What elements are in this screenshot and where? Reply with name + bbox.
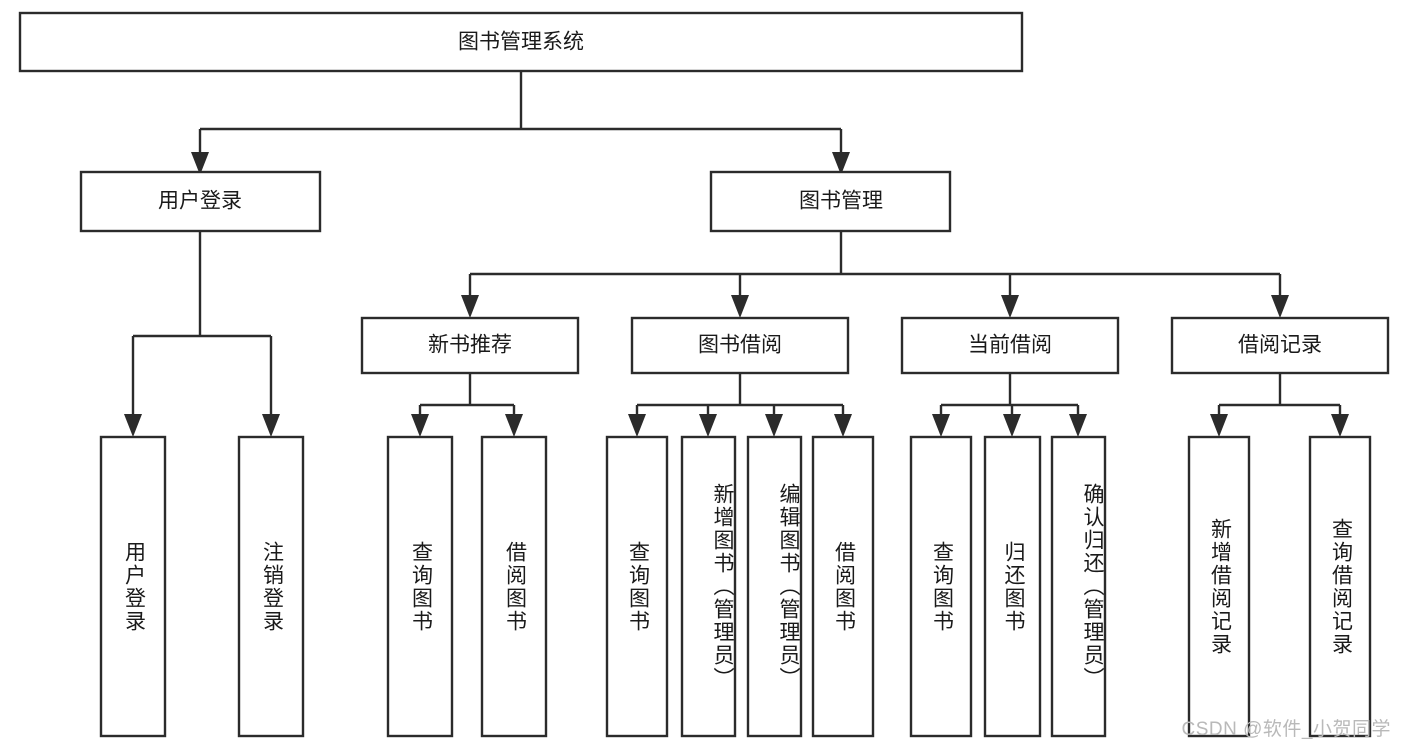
leaf-label-confirm-return: 确认归还（管理员）: [1081, 483, 1104, 690]
leaf-box-add-book[interactable]: [680, 435, 737, 738]
connector-borrow-to-leaves: [635, 373, 845, 423]
leaf-box-borrow-book-2[interactable]: [811, 435, 875, 738]
connector-root-to-level2: [198, 71, 843, 158]
arrow-to-leaf-query-record: [1331, 414, 1349, 437]
leaf-label-user-login: 用户登录: [122, 540, 146, 633]
label-new-book-recommend: 新书推荐: [428, 334, 512, 357]
arrow-to-leaf-return-book: [1003, 414, 1021, 437]
leaf-box-edit-book[interactable]: [746, 435, 803, 738]
node-box-group: [18, 11, 1390, 738]
arrow-to-leaf-borrow-book-2: [834, 414, 852, 437]
arrow-to-leaf-edit-book: [765, 414, 783, 437]
node-box-current-borrow[interactable]: [900, 316, 1120, 375]
arrow-to-leaf-user-login: [124, 414, 142, 437]
leaf-label-add-record: 新增借阅记录: [1208, 517, 1232, 656]
connector-userlogin-to-leaves: [131, 231, 273, 423]
node-box-book-manage[interactable]: [709, 170, 952, 233]
node-box-book-borrow[interactable]: [630, 316, 850, 375]
node-box-root[interactable]: [18, 11, 1024, 73]
leaf-box-add-record[interactable]: [1187, 435, 1251, 738]
leaf-box-user-login[interactable]: [99, 435, 167, 738]
leaf-label-add-book: 新增图书（管理员）: [711, 483, 734, 690]
arrow-to-leaf-query-book-1: [411, 414, 429, 437]
label-current-borrow: 当前借阅: [968, 334, 1052, 357]
arrow-to-current-borrow: [1001, 295, 1019, 318]
leaf-box-query-record[interactable]: [1308, 435, 1372, 738]
connector-recommend-to-leaves: [418, 373, 516, 423]
arrow-to-leaf-confirm-return: [1069, 414, 1087, 437]
leaf-label-query-book-3: 查询图书: [930, 540, 954, 633]
leaf-label-return-book: 归还图书: [1001, 540, 1025, 633]
connector-record-to-leaves: [1217, 373, 1342, 423]
horizontal-label-group: 图书管理系统 用户登录 图书管理 新书推荐 图书借阅 当前借阅 借阅记录: [158, 31, 1322, 357]
arrow-to-book-manage: [832, 152, 850, 175]
arrow-to-borrow-record: [1271, 295, 1289, 318]
arrow-to-leaf-add-record: [1210, 414, 1228, 437]
leaf-label-query-book-1: 查询图书: [409, 540, 433, 633]
arrow-to-new-book-recommend: [461, 295, 479, 318]
label-root: 图书管理系统: [458, 31, 584, 54]
label-book-borrow: 图书借阅: [698, 334, 782, 357]
label-book-manage: 图书管理: [799, 190, 883, 213]
arrow-to-leaf-logout: [262, 414, 280, 437]
label-user-login: 用户登录: [158, 190, 242, 213]
leaf-box-borrow-book-1[interactable]: [480, 435, 548, 738]
leaf-label-query-book-2: 查询图书: [626, 540, 650, 633]
leaf-label-edit-book: 编辑图书（管理员）: [777, 483, 800, 690]
arrow-to-user-login: [191, 152, 209, 175]
arrow-to-leaf-add-book: [699, 414, 717, 437]
connector-group: [124, 71, 1349, 437]
arrow-to-leaf-query-book-3: [932, 414, 950, 437]
arrow-to-book-borrow: [731, 295, 749, 318]
leaf-box-confirm-return[interactable]: [1050, 435, 1107, 738]
leaf-label-logout: 注销登录: [260, 540, 284, 633]
leaf-box-return-book[interactable]: [983, 435, 1042, 738]
node-box-new-book-recommend[interactable]: [360, 316, 580, 375]
leaf-box-query-book-2[interactable]: [605, 435, 669, 738]
leaf-label-borrow-book-2: 借阅图书: [832, 540, 856, 633]
arrow-to-leaf-borrow-book-1: [505, 414, 523, 437]
label-borrow-record: 借阅记录: [1238, 334, 1322, 357]
leaf-box-query-book-3[interactable]: [909, 435, 973, 738]
node-box-borrow-record[interactable]: [1170, 316, 1390, 375]
leaf-box-query-book-1[interactable]: [386, 435, 454, 738]
connector-bookmanage-to-children: [468, 231, 1282, 304]
arrow-to-leaf-query-book-2: [628, 414, 646, 437]
node-box-user-login[interactable]: [79, 170, 322, 233]
leaf-box-logout[interactable]: [237, 435, 305, 738]
leaf-label-query-record: 查询借阅记录: [1329, 517, 1353, 656]
leaf-label-borrow-book-1: 借阅图书: [503, 540, 527, 633]
